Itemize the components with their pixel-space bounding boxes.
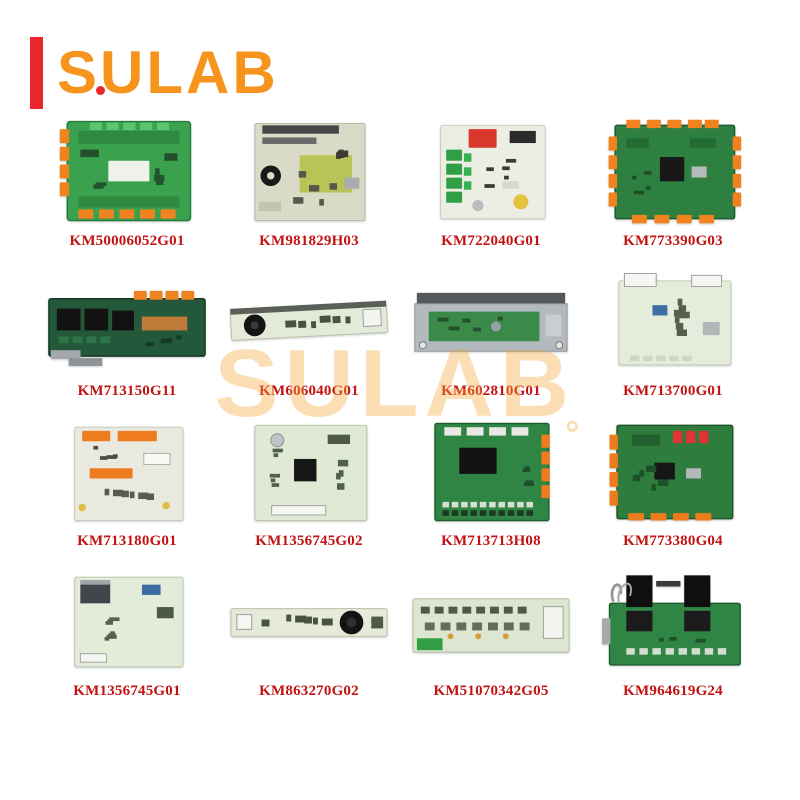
pcb-illustration-wide-pcb-component-rows-white-connector [412,598,570,653]
product-cell: KM981829H03 [222,116,396,250]
product-label: KM1356745G02 [255,533,363,549]
pcb-illustration-pcb-mounted-on-metal-plate [414,292,568,352]
product-cell: KM1356745G02 [222,416,396,550]
product-image [404,566,578,678]
product-label: KM981829H03 [259,233,359,249]
product-image [586,116,760,228]
pcb-illustration-pale-green-pcb-sd-card-slot [74,576,184,668]
product-cell: KM50006052G01 [40,116,214,250]
logo-text: SULAB [57,39,279,106]
product-label: KM50006052G01 [69,233,185,249]
product-label: KM713180G01 [77,533,177,549]
pcb-illustration-green-pcb-red-display-orange-connectors [609,424,734,521]
product-label: KM773390G03 [623,233,723,249]
product-label: KM713713H08 [441,533,541,549]
product-image [40,266,214,378]
product-image [40,416,214,528]
product-label: KM606040G01 [259,383,359,399]
product-cell: KM713180G01 [40,416,214,550]
pcb-illustration-green-pcb-black-module-orange-right-edge [434,422,550,522]
product-label: KM713150G11 [77,383,177,399]
product-label: KM51070342G05 [433,683,549,699]
product-cell: KM773390G03 [586,116,760,250]
product-label: KM964619G24 [623,683,723,699]
product-cell: KM713150G11 [40,266,214,400]
product-cell: KM722040G01 [404,116,578,250]
pcb-illustration-beige-pcb-toroid-inductor [254,123,366,221]
product-grid: KM50006052G01 KM981829H03 KM722040G01 KM… [40,116,760,700]
product-image [586,566,760,678]
product-label: KM722040G01 [441,233,541,249]
pcb-illustration-pale-pcb-white-connectors [618,273,732,366]
pcb-illustration-dark-green-pcb-black-relays-metal-tabs [48,290,206,366]
product-image [404,416,578,528]
product-image [404,266,578,378]
product-label: KM773380G04 [623,533,723,549]
logo-dot [96,86,105,95]
pcb-illustration-green-pcb-black-relay-modules-wires [602,575,741,666]
product-cell: KM863270G02 [222,566,396,700]
product-image [40,566,214,678]
product-image [40,116,214,228]
logo-red-bar [30,37,43,109]
product-cell: KM51070342G05 [404,566,578,700]
product-image [222,266,396,378]
product-label: KM863270G02 [259,683,359,699]
product-image [586,266,760,378]
pcb-illustration-white-pcb-red-relay-green-terminals [440,124,546,220]
pcb-illustration-slim-pcb-round-buzzer-right [230,608,388,637]
product-label: KM1356745G01 [73,683,181,699]
product-cell: KM773380G04 [586,416,760,550]
pcb-illustration-pale-pcb-orange-connector-strips [74,426,184,521]
product-image [222,566,396,678]
pcb-illustration-slim-pcb-round-buzzer-left [229,300,389,341]
logo: SULAB [30,34,279,112]
product-cell: KM1356745G01 [40,566,214,700]
product-cell: KM713700G01 [586,266,760,400]
product-label: KM602810G01 [441,383,541,399]
product-cell: KM964619G24 [586,566,760,700]
product-image [404,116,578,228]
product-label: KM713700G01 [623,383,723,399]
pcb-illustration-pale-green-pcb-black-chip [254,424,368,521]
pcb-illustration-green-pcb-orange-connectors-all-edges [608,119,742,224]
product-cell: KM606040G01 [222,266,396,400]
pcb-illustration-green-pcb-orange-connectors-left-bottom [59,120,192,222]
product-image [222,116,396,228]
product-image [222,416,396,528]
product-cell: KM602810G01 [404,266,578,400]
product-image [586,416,760,528]
product-cell: KM713713H08 [404,416,578,550]
